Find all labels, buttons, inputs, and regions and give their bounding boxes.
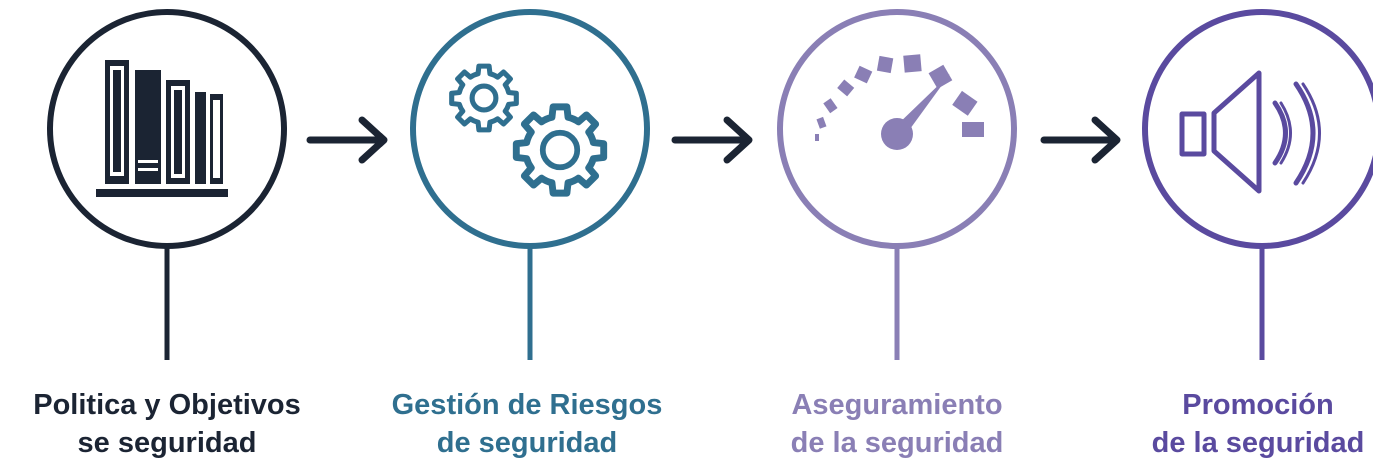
step-3-label-line2: de la seguridad bbox=[790, 427, 1004, 459]
arrow-1 bbox=[306, 116, 388, 164]
step-1-label-line1: Politica y Objetivos bbox=[33, 389, 301, 421]
gauge-icon bbox=[815, 54, 984, 150]
arrow-3 bbox=[1040, 116, 1121, 164]
step-2-label: Gestión de Riesgos de seguridad bbox=[367, 386, 687, 462]
books-icon bbox=[96, 60, 228, 197]
step-1-label-line2: se seguridad bbox=[77, 427, 257, 459]
step-1 bbox=[47, 9, 287, 360]
speaker-icon bbox=[1179, 70, 1321, 194]
step-3-label-line1: Aseguramiento bbox=[791, 389, 1003, 421]
step-1-label: Politica y Objetivos se seguridad bbox=[7, 386, 327, 462]
step-4-label: Promoción de la seguridad bbox=[1098, 386, 1373, 462]
step-3-label: Aseguramiento de la seguridad bbox=[737, 386, 1057, 462]
step-2-label-line2: de seguridad bbox=[436, 427, 618, 459]
step-4 bbox=[1142, 9, 1373, 360]
step-2 bbox=[410, 9, 650, 360]
gears-icon bbox=[452, 66, 604, 193]
step-3 bbox=[777, 9, 1017, 360]
arrow-2 bbox=[671, 116, 753, 164]
step-2-label-line1: Gestión de Riesgos bbox=[391, 389, 663, 421]
step-4-label-line2: de la seguridad bbox=[1151, 427, 1365, 459]
step-4-label-line1: Promoción bbox=[1182, 389, 1334, 421]
